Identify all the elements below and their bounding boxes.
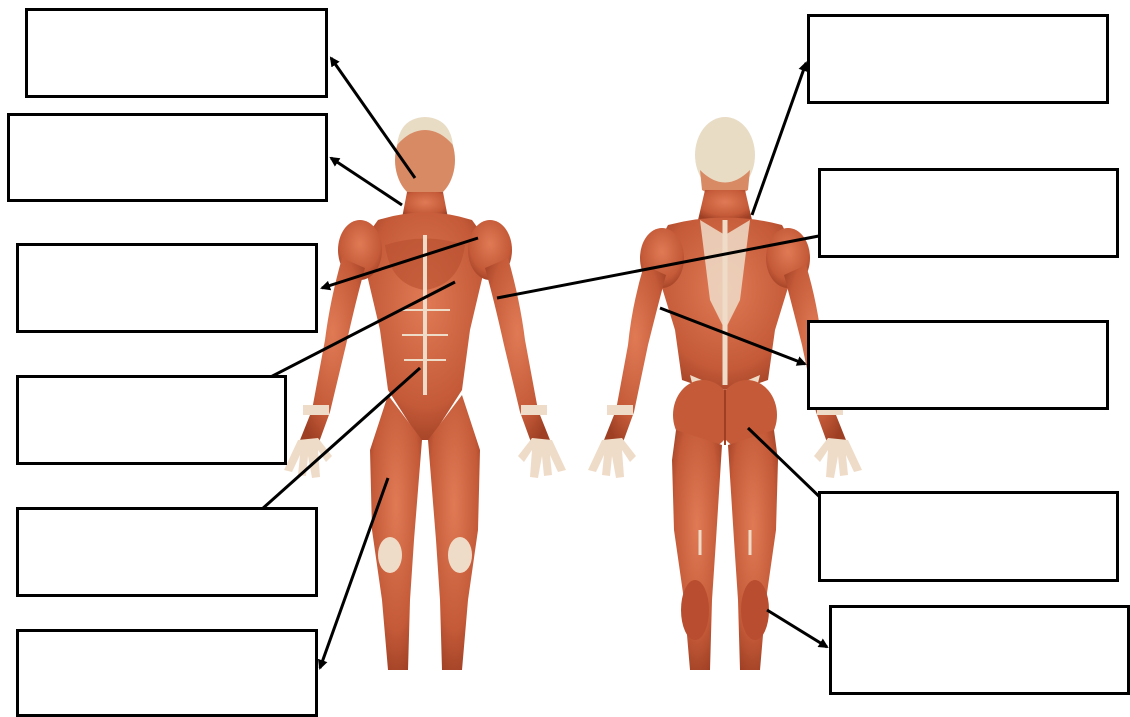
label-box-right-1[interactable] [807, 14, 1109, 104]
label-box-left-2[interactable] [7, 113, 328, 202]
label-box-left-1[interactable] [25, 8, 328, 98]
label-box-right-4[interactable] [818, 491, 1119, 582]
arrow-r5 [767, 610, 827, 647]
arrow-l1 [331, 58, 415, 178]
label-box-left-3[interactable] [16, 243, 318, 333]
arrow-r1 [752, 63, 806, 215]
label-box-right-2[interactable] [818, 168, 1119, 258]
arrow-l6 [320, 478, 388, 668]
label-box-left-5[interactable] [16, 507, 318, 597]
label-box-left-6[interactable] [16, 629, 318, 717]
label-box-left-4[interactable] [16, 375, 287, 465]
label-box-right-3[interactable] [807, 320, 1109, 410]
label-box-right-5[interactable] [829, 605, 1130, 695]
arrow-l2 [331, 158, 402, 205]
